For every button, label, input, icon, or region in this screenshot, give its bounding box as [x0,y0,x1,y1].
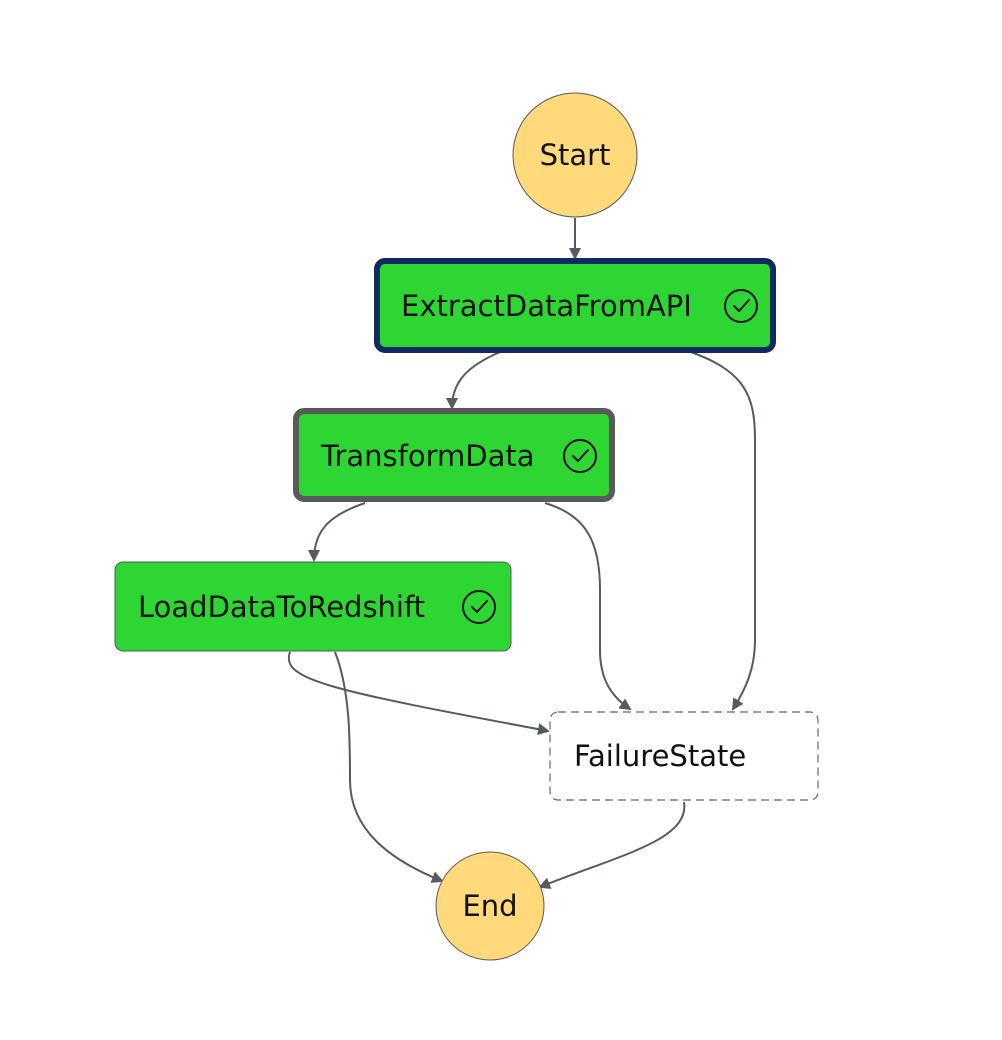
state-extract-data-from-api[interactable]: ExtractDataFromAPI [374,258,776,353]
edge-load-to-end [334,651,444,883]
end-circle [435,851,545,961]
edge-load-to-failure [287,651,550,736]
state-transform-data[interactable]: TransformData [293,408,615,502]
edge-transform-to-load [308,502,366,562]
edge-extract-to-failure [684,349,756,711]
check-circle-icon [462,590,496,624]
state-failure-state[interactable]: FailureState [549,711,819,801]
check-circle-icon [563,439,597,473]
state-label: ExtractDataFromAPI [401,289,692,323]
end-label: End [462,889,517,923]
edge-transform-to-failure [544,502,632,711]
check-circle-icon [724,289,758,323]
end-node[interactable]: End [435,851,545,961]
start-node[interactable]: Start [512,92,638,218]
state-label: LoadDataToRedshift [138,590,425,624]
start-circle [512,92,638,218]
state-label: TransformData [320,439,535,473]
edges [287,218,756,889]
edge-extract-to-transform [446,351,501,410]
state-box [293,408,615,502]
state-load-data-to-redshift[interactable]: LoadDataToRedshift [114,561,512,652]
state-box [549,711,819,801]
state-box [114,561,512,652]
state-label: FailureState [574,739,746,773]
state-box [374,258,776,353]
edge-failure-to-end [538,801,686,889]
start-label: Start [540,138,611,172]
